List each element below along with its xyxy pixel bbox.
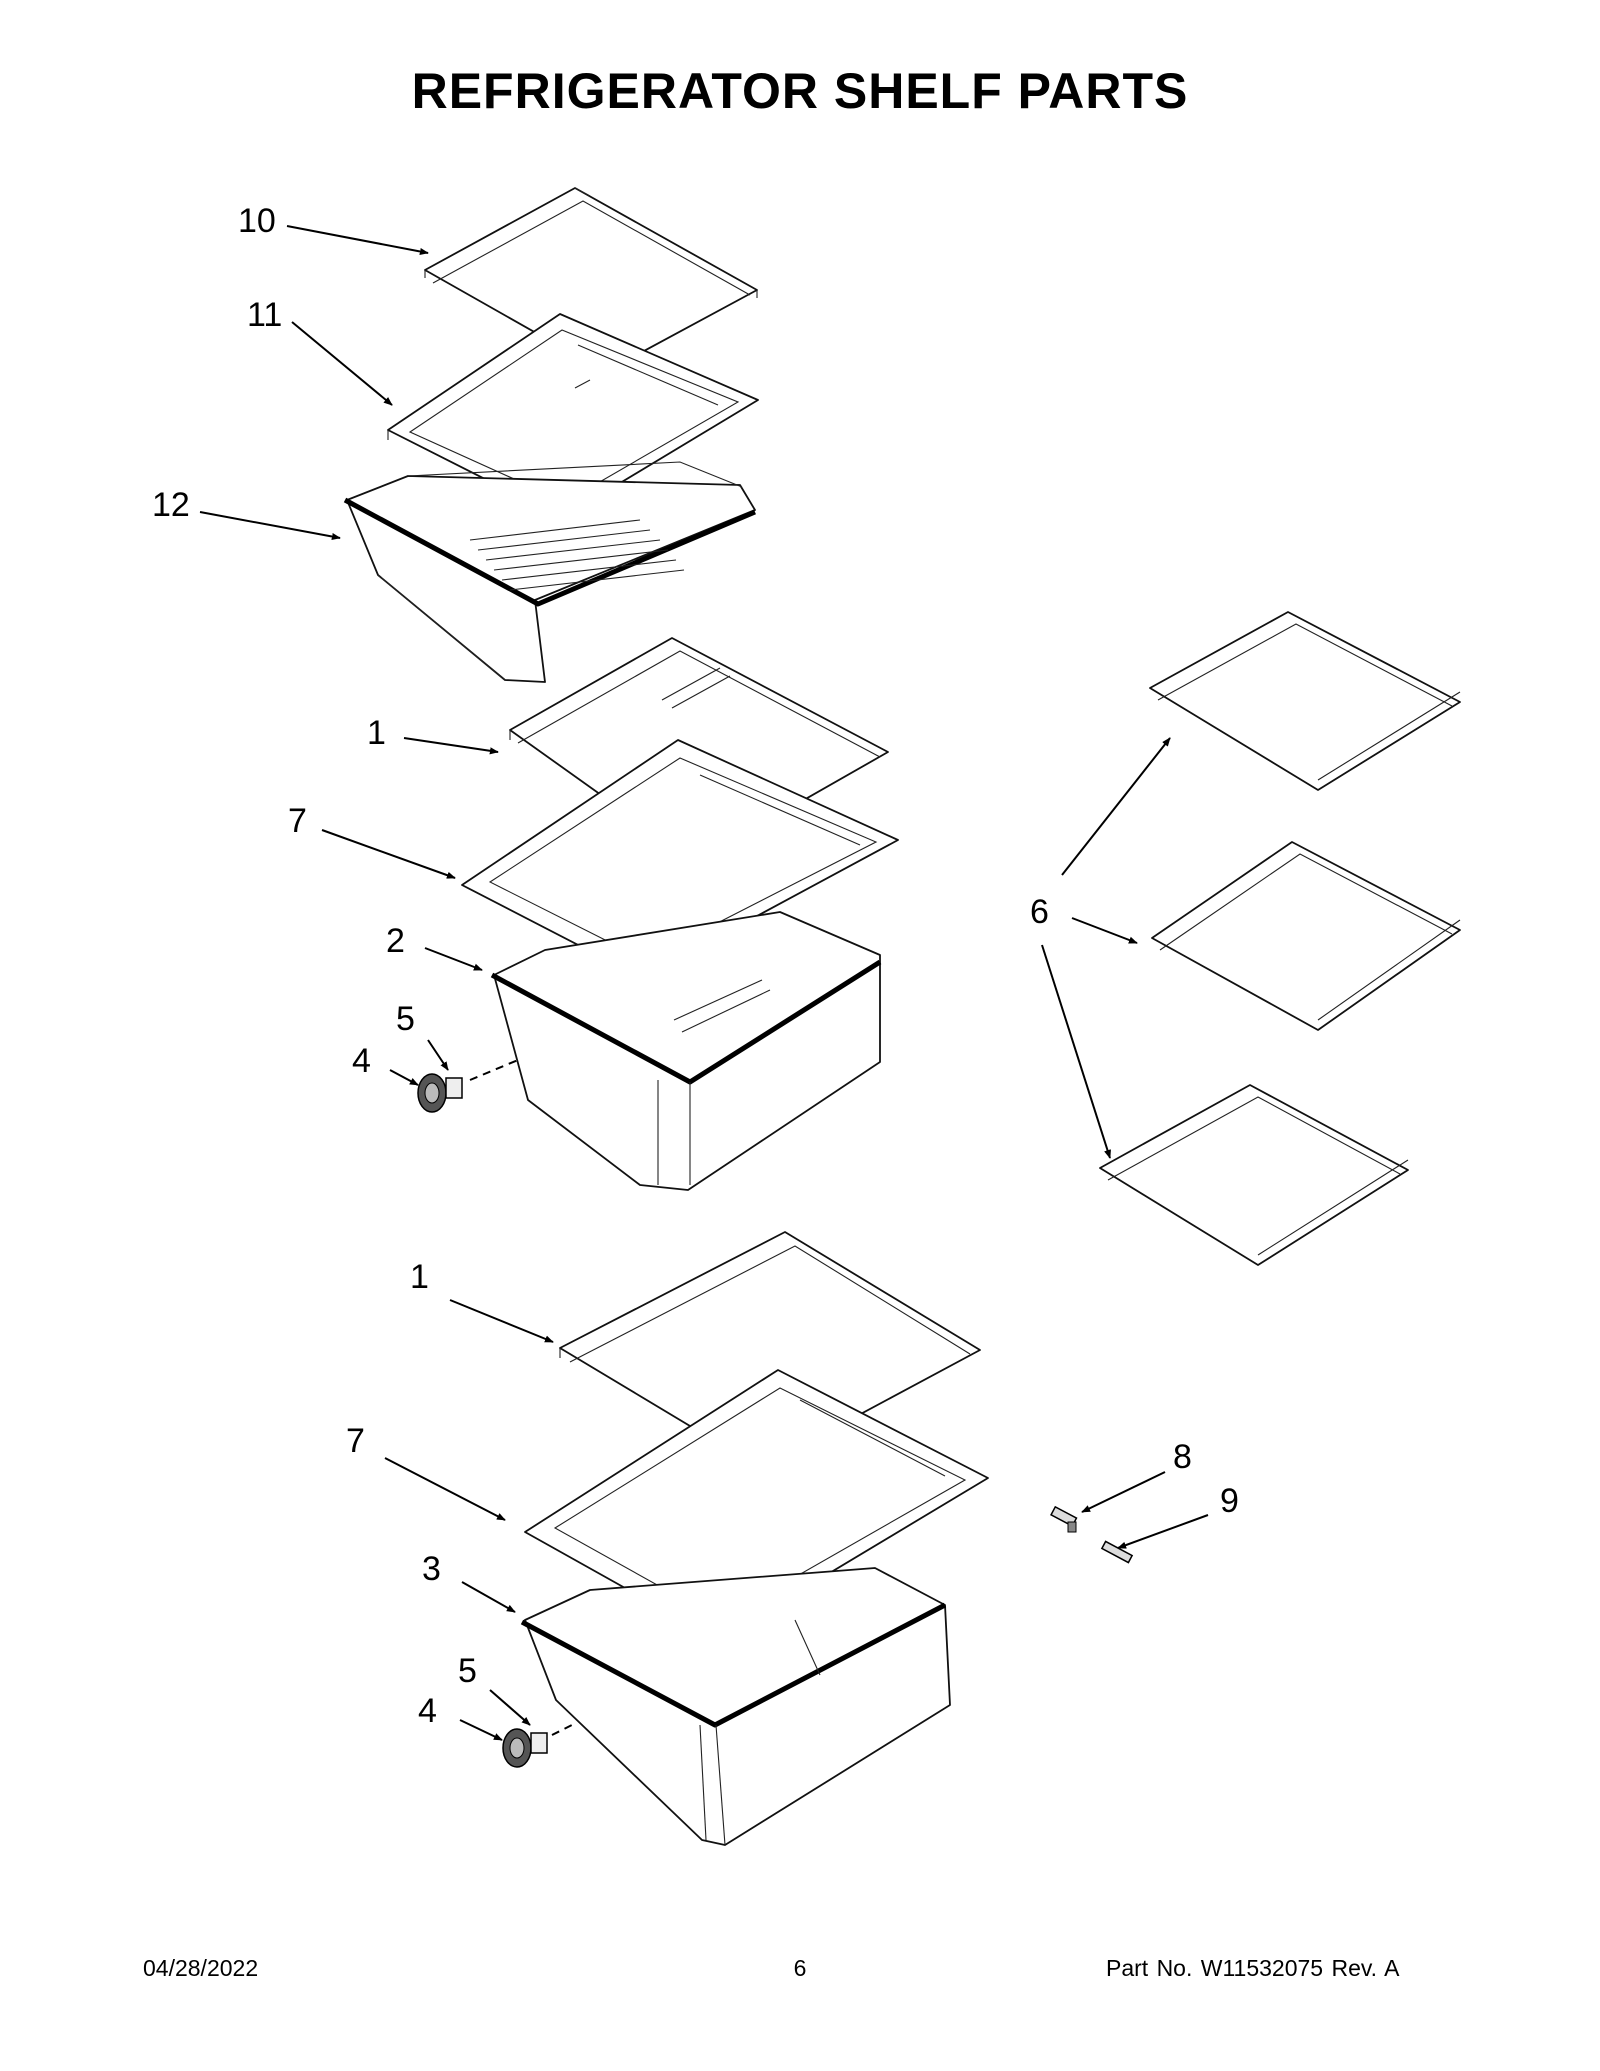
part-5-clip-lower [530, 1732, 548, 1754]
callout-7-upper: 7 [288, 802, 307, 840]
callout-1-lower: 1 [410, 1258, 429, 1296]
callout-5-lower: 5 [458, 1652, 477, 1690]
callout-4-lower: 4 [418, 1692, 437, 1730]
footer-part-number: Part No. W11532075 Rev. A [1106, 1955, 1400, 1981]
part-4-knob-lower [502, 1728, 532, 1768]
part-6-shelf-bottom [1099, 1084, 1409, 1266]
part-3-drawer [520, 1567, 951, 1846]
part-6-shelf-middle [1151, 841, 1461, 1031]
callout-4-upper: 4 [352, 1042, 371, 1080]
callout-10: 10 [238, 202, 276, 240]
part-12-crisper-drawer [343, 461, 756, 683]
part-6-shelf-top [1149, 611, 1461, 791]
callout-6: 6 [1030, 893, 1049, 931]
callout-2: 2 [386, 922, 405, 960]
footer-page-number: 6 [793, 1955, 807, 1981]
callout-12: 12 [152, 486, 190, 524]
callout-3: 3 [422, 1550, 441, 1588]
footer-date: 04/28/2022 [143, 1955, 259, 1981]
callout-1-upper: 1 [367, 714, 386, 752]
callout-8: 8 [1173, 1438, 1192, 1476]
callout-7-lower: 7 [346, 1422, 365, 1460]
part-8-hardware [1050, 1505, 1078, 1533]
part-5-clip-upper [445, 1077, 463, 1099]
callout-5-upper: 5 [396, 1000, 415, 1038]
leader-lines [199, 225, 1209, 1741]
part-2-drawer [490, 911, 882, 1191]
part-4-knob-upper [417, 1073, 447, 1113]
callout-9: 9 [1220, 1482, 1239, 1520]
callout-11: 11 [247, 296, 282, 334]
page-title: REFRIGERATOR SHELF PARTS [411, 63, 1189, 119]
